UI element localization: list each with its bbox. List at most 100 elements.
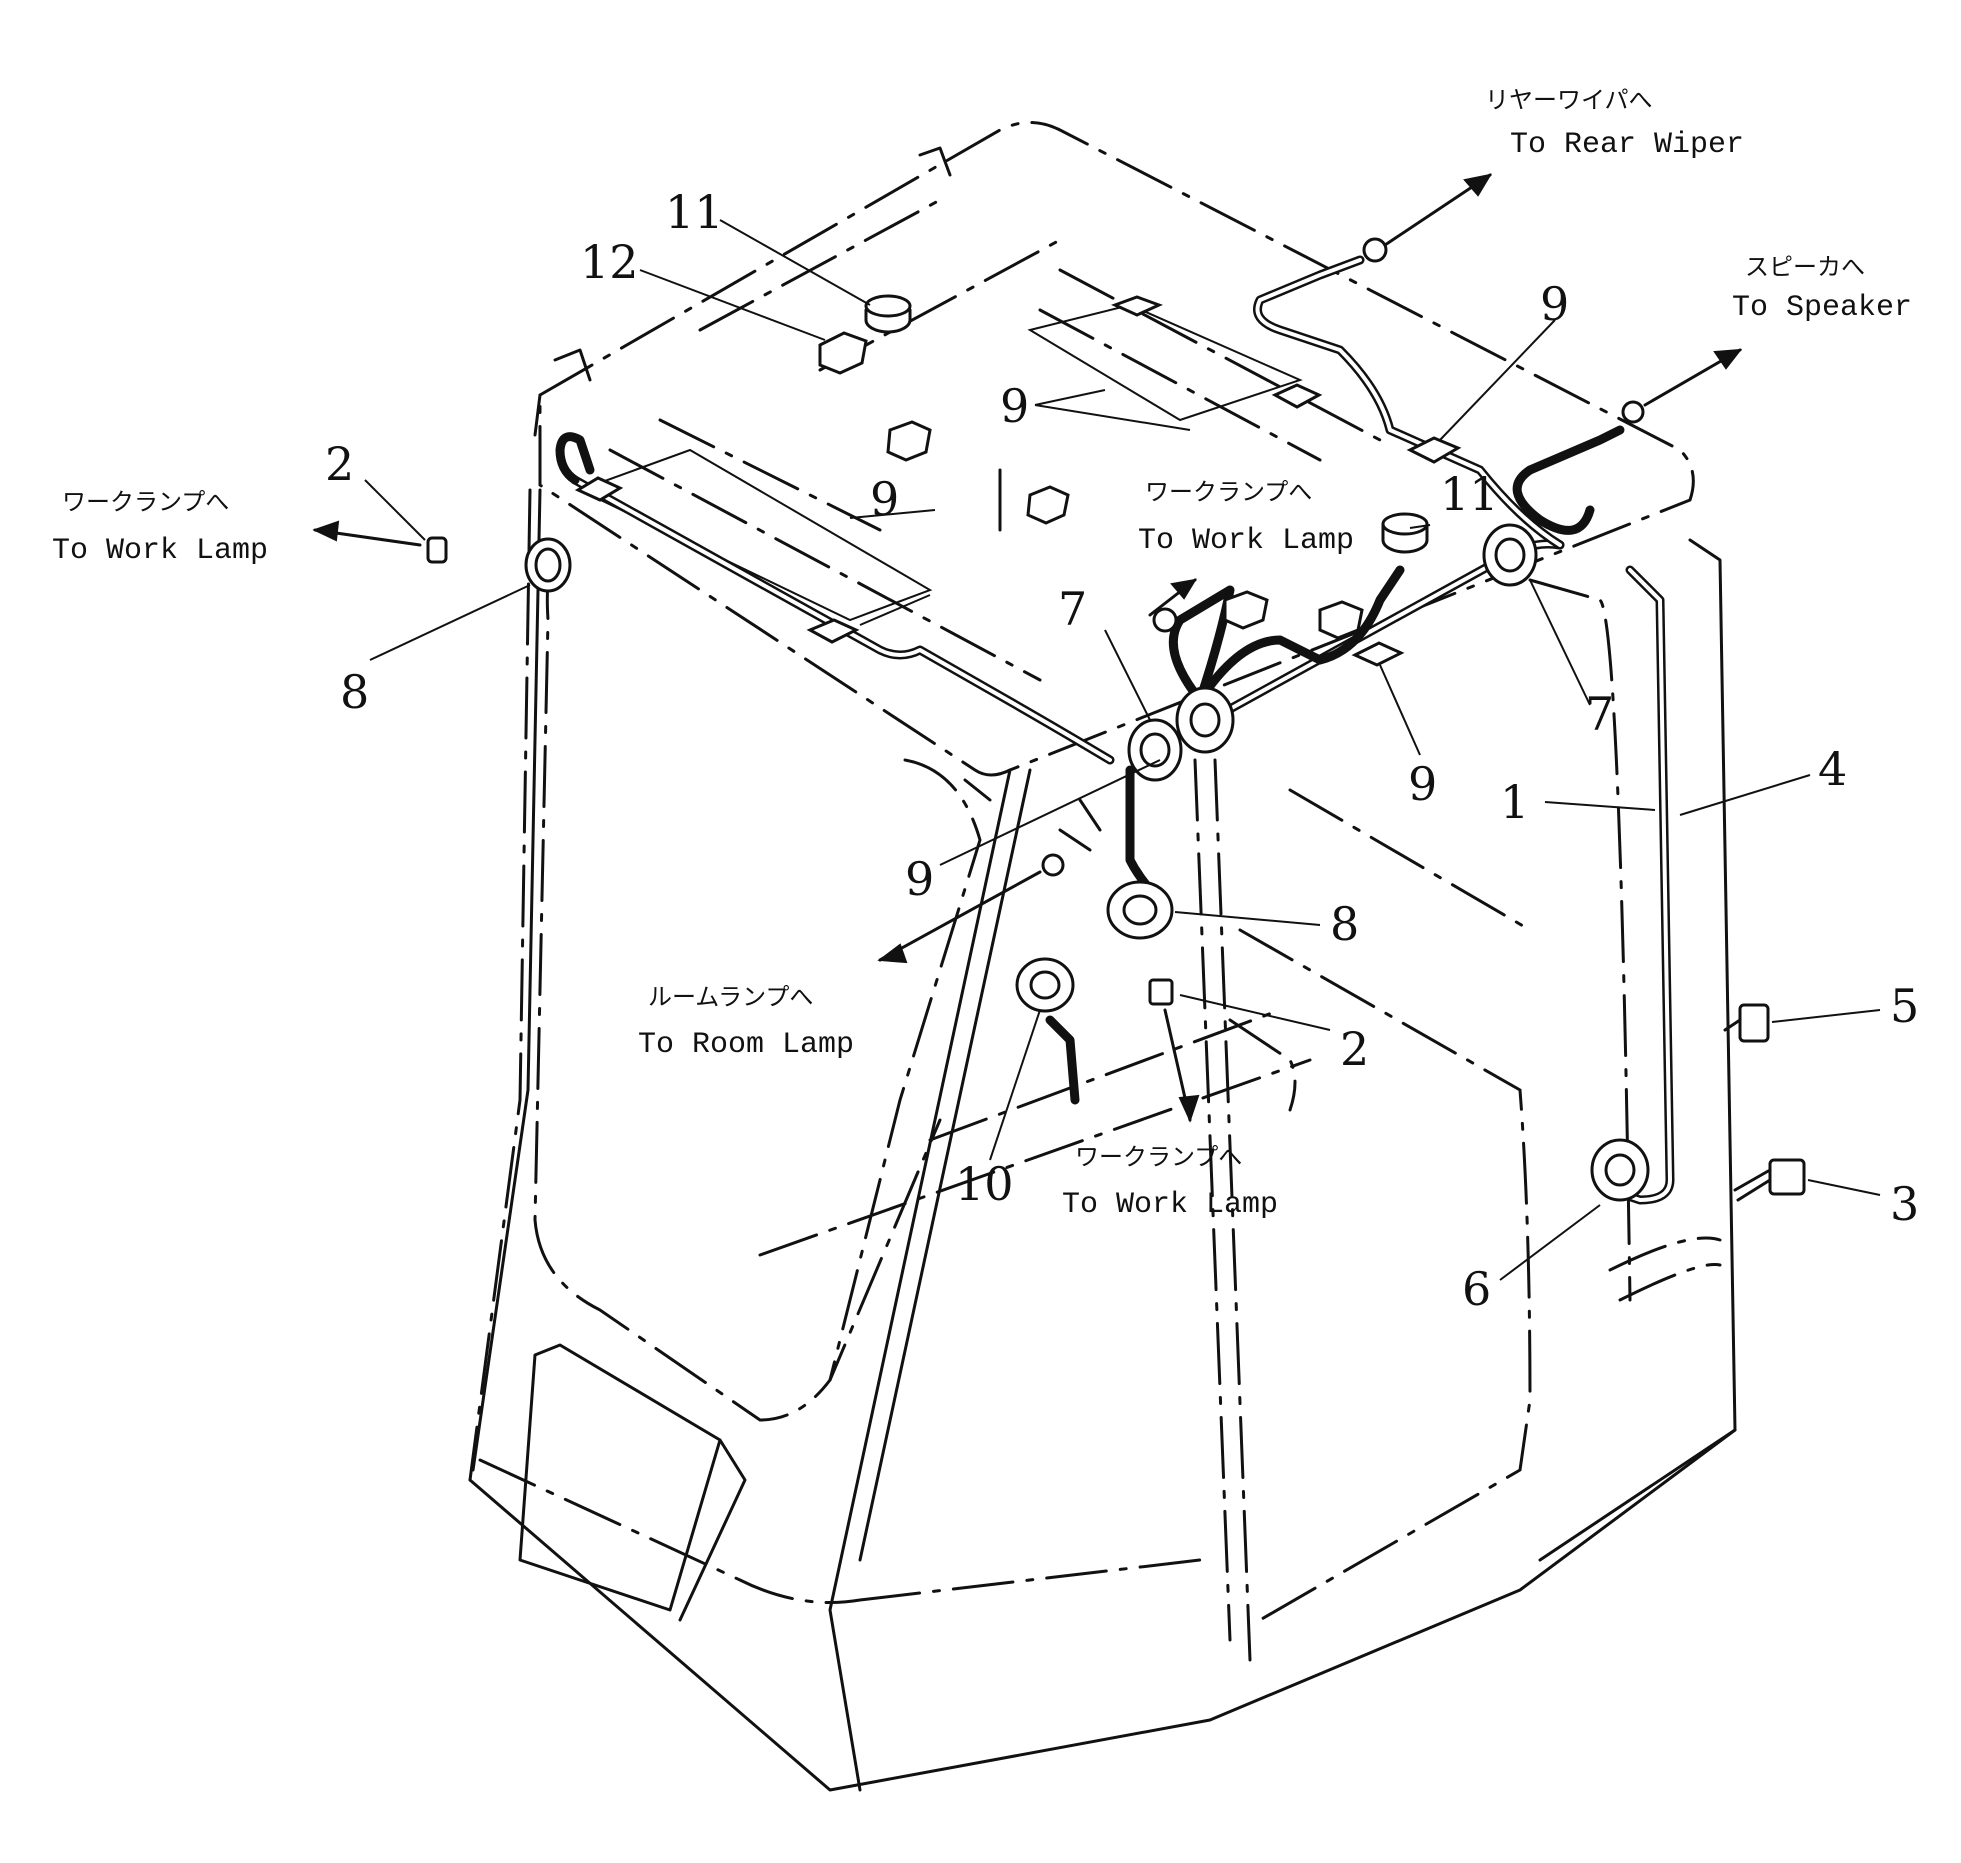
right-door-lower xyxy=(1608,1236,1722,1302)
door-rail xyxy=(758,1008,1312,1257)
callout-room-lamp: ルームランプへ To Room Lamp xyxy=(638,983,854,1062)
clip-9-left xyxy=(574,476,624,502)
svg-text:リヤーワイパへ: リヤーワイパへ xyxy=(1485,86,1653,114)
svg-text:To Work Lamp: To Work Lamp xyxy=(52,534,268,568)
grommet-8-left xyxy=(524,537,572,593)
part-number-3: 3 xyxy=(1890,1177,1919,1231)
part-number-11-top: 11 xyxy=(665,185,724,239)
svg-text:ワークランプへ: ワークランプへ xyxy=(62,488,229,516)
direction-arrows xyxy=(312,173,1743,1123)
left-window xyxy=(533,558,942,1422)
left-pillar-outer xyxy=(468,488,532,1482)
cap-11-center xyxy=(1381,512,1429,554)
roof-panel-left xyxy=(577,448,933,622)
part-number-5: 5 xyxy=(1890,979,1919,1033)
destination-callouts: リヤーワイパへ To Rear Wiper スピーカへ To Speaker ワ… xyxy=(52,86,1912,1222)
grommet-7-left-a xyxy=(1127,718,1183,782)
connector-5 xyxy=(1738,1003,1770,1043)
harness-center-loop xyxy=(1195,565,1405,705)
callout-work-lamp-left: ワークランプへ To Work Lamp xyxy=(52,488,268,568)
leader-3 xyxy=(1807,1179,1881,1196)
grommet-7-right xyxy=(1482,523,1538,587)
part-number-8-center: 8 xyxy=(1330,897,1359,951)
harness-center-drop xyxy=(1125,765,1165,905)
leader-4 xyxy=(1679,774,1811,816)
svg-text:To Room Lamp: To Room Lamp xyxy=(638,1028,854,1062)
connector-2-left xyxy=(426,536,448,564)
harness-door xyxy=(1045,1015,1080,1105)
clip-12 xyxy=(818,331,868,375)
leader-5 xyxy=(1771,1009,1881,1023)
svg-text:To Speaker: To Speaker xyxy=(1732,291,1912,325)
clips xyxy=(574,295,1462,667)
callout-work-lamp-bottom: ワークランプへ To Work Lamp xyxy=(1062,1143,1278,1222)
cab-body xyxy=(468,121,1737,1792)
part-number-9-top: 9 xyxy=(1540,277,1569,331)
roof-panel-lines xyxy=(608,198,1382,682)
leader-8-left xyxy=(369,584,531,661)
center-pillar xyxy=(828,768,1032,1792)
svg-text:ワークランプへ: ワークランプへ xyxy=(1075,1143,1242,1171)
part-number-1: 1 xyxy=(1500,775,1529,829)
part-number-4: 4 xyxy=(1818,742,1847,796)
part-number-12: 12 xyxy=(580,235,639,289)
caps xyxy=(864,294,1429,554)
clip-9-center xyxy=(1351,641,1405,667)
part-number-2-center: 2 xyxy=(1340,1022,1369,1076)
connector-2-center xyxy=(1148,978,1174,1006)
clip-9-wiper xyxy=(1406,436,1462,464)
callout-rear-wiper: リヤーワイパへ To Rear Wiper xyxy=(1485,86,1744,162)
leader-12 xyxy=(639,269,826,341)
clip-c xyxy=(1223,590,1269,630)
front-right-window xyxy=(1238,928,1532,1622)
leader-7-left xyxy=(1104,629,1151,721)
leader-11-top xyxy=(719,219,871,306)
connectors xyxy=(426,237,1806,1202)
svg-text:スピーカへ: スピーカへ xyxy=(1745,253,1865,281)
leader-2-left xyxy=(364,479,426,541)
leader-9-front xyxy=(939,759,1161,866)
harness-left-run xyxy=(570,475,1115,765)
harness-left-loop xyxy=(555,432,595,485)
clip-a xyxy=(886,420,932,462)
part-number-2-left: 2 xyxy=(325,437,354,491)
grommet-7-left-b xyxy=(1175,686,1235,754)
clip-b xyxy=(1026,485,1070,525)
leader-2-center xyxy=(1179,994,1331,1031)
part-number-9-center: 9 xyxy=(1408,757,1437,811)
clip-d xyxy=(1318,600,1364,640)
leader-lines xyxy=(364,219,1881,1281)
connector-3 xyxy=(1768,1158,1806,1196)
clip-9-roof-left xyxy=(806,618,860,644)
grommets xyxy=(524,523,1650,1202)
wiring-harness xyxy=(555,255,1675,1205)
harness-right-loop xyxy=(1512,465,1595,535)
harness-center-branch xyxy=(1168,585,1235,705)
part-number-9-front: 9 xyxy=(905,852,934,906)
leader-1 xyxy=(1544,801,1656,811)
roof-lip xyxy=(533,146,1002,532)
callout-speaker: スピーカへ To Speaker xyxy=(1732,253,1912,325)
roof-sub-panels xyxy=(577,303,1303,622)
harness-speaker xyxy=(1525,425,1625,475)
front-right-inner xyxy=(1228,788,1532,1112)
svg-text:ルームランプへ: ルームランプへ xyxy=(648,983,813,1011)
connector-work-lamp-center xyxy=(1152,607,1178,633)
right-rear-window xyxy=(1528,578,1632,1302)
cap-11-top xyxy=(864,294,912,334)
part-number-9-roof-left: 9 xyxy=(870,472,899,526)
front-door-window xyxy=(828,758,992,1382)
leader-9-roof-right xyxy=(1034,389,1191,431)
leader-9-center xyxy=(1379,664,1421,756)
cab-floor xyxy=(478,1458,1202,1604)
leader-9-roof-left xyxy=(849,509,936,626)
svg-text:ワークランプへ: ワークランプへ xyxy=(1145,478,1312,506)
grommet-8-center xyxy=(1106,880,1174,940)
left-pillar xyxy=(471,488,542,1472)
grommet-6 xyxy=(1590,1138,1650,1202)
arrow-room-lamp xyxy=(878,870,1042,962)
part-number-9-roof-right: 9 xyxy=(1000,379,1029,433)
connector-rear-wiper xyxy=(1362,237,1388,263)
leader-7-right xyxy=(1529,579,1591,706)
